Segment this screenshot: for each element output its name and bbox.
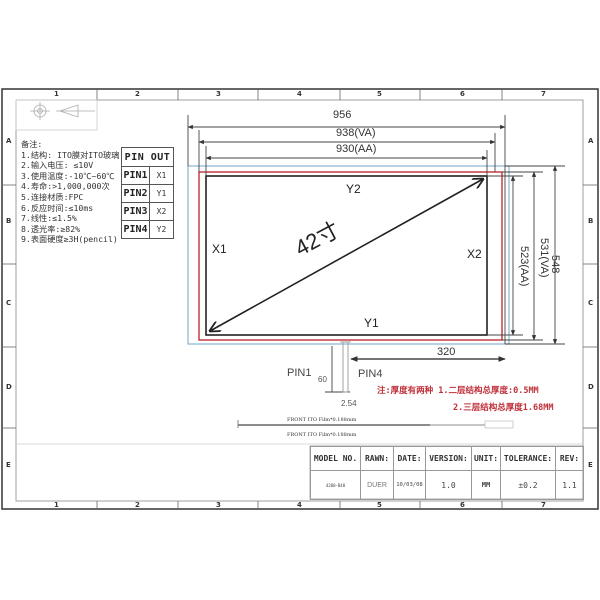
label-pin4: PIN4	[358, 368, 383, 380]
pin-name: PIN4	[121, 220, 150, 239]
value-drawn: DUER	[360, 470, 394, 500]
header-tolerance: TOLERANCE:	[500, 446, 556, 471]
column-label-2: 2	[135, 90, 140, 98]
note-item: 7.线性:≤1.5%	[21, 213, 77, 224]
pin-signal: Y1	[149, 184, 174, 203]
header-rev: REV:	[555, 446, 584, 471]
dim-outer-width: 956	[333, 109, 352, 121]
column-label-7: 7	[541, 90, 546, 98]
header-version: VERSION:	[425, 446, 472, 471]
note-item: 6.反应时间:≤10ms	[21, 202, 94, 213]
dim-active-area-width: 930(AA)	[336, 143, 377, 155]
row-label-e: E	[6, 461, 11, 469]
row-label-e-right: E	[588, 461, 593, 469]
note-item: 3.使用温度:-10℃~60℃	[21, 170, 115, 181]
label-x1: X1	[212, 242, 227, 256]
film-label-bottom: FRONT ITO Film*0.188mm	[287, 432, 357, 438]
header-model-no: MODEL NO.	[310, 446, 361, 471]
dim-outer-height: 548	[549, 255, 561, 274]
note-item: 9.表面硬度≥3H(pencil)	[21, 234, 118, 245]
note-item: 4.寿命:>1,000,000次	[21, 181, 110, 192]
title-block: MODEL NO. RAWN: DATE: VERSION: UNIT: TOL…	[310, 446, 584, 500]
header-date: DATE:	[393, 446, 426, 471]
dim-active-area-height: 523(AA)	[518, 246, 530, 287]
row-label-c-right: C	[588, 299, 594, 307]
diagonal-arrow	[210, 179, 483, 331]
value-model-no: 4200-B40	[310, 470, 361, 500]
dim-tail-offset: 320	[437, 346, 456, 358]
notes-title: 备注:	[21, 139, 43, 149]
column-label-1: 1	[54, 90, 59, 98]
pin-signal: Y2	[149, 220, 174, 239]
header-unit: UNIT:	[471, 446, 501, 471]
row-label-b: B	[6, 217, 12, 225]
outer-glass-outline	[187, 165, 510, 345]
value-tolerance: ±0.2	[500, 470, 556, 500]
value-date: 10/03/08	[393, 470, 426, 500]
view-area-outline	[198, 171, 503, 341]
row-label-b-right: B	[588, 217, 594, 225]
note-item: 8.透光率:≥82%	[21, 223, 81, 234]
header-drawn: RAWN:	[360, 446, 394, 471]
spec-notes: 备注: 1.结构: ITO膜对ITO玻璃 2.输入电压: ≤10V 3.使用温度…	[21, 139, 119, 245]
value-rev: 1.1	[555, 470, 584, 500]
pin-out-header: PIN OUT	[121, 147, 174, 167]
pin-name: PIN2	[121, 184, 150, 203]
note-item: 1.结构: ITO膜对ITO玻璃	[21, 149, 120, 160]
pin-name: PIN1	[121, 166, 150, 185]
note-item: 2.输入电压: ≤10V	[21, 160, 94, 171]
column-label-1-bottom: 1	[54, 501, 59, 509]
note-item: 5.连接材质:FPC	[21, 191, 84, 202]
label-pin1: PIN1	[287, 367, 312, 379]
dim-view-area-height: 531(VA)	[538, 238, 550, 278]
value-unit: MM	[471, 470, 501, 500]
row-label-c: C	[6, 299, 12, 307]
label-y2: Y2	[346, 182, 361, 196]
row-label-a-right: A	[588, 137, 594, 145]
label-y1: Y1	[364, 316, 379, 330]
column-label-2-bottom: 2	[135, 501, 140, 509]
dim-tail-length: 60	[318, 375, 327, 384]
dim-view-area-width: 938(VA)	[336, 127, 376, 139]
film-label-top: FRONT ITO Film*0.188mm	[287, 417, 357, 423]
thickness-note-line1: 注:厚度有两种 1.二层结构总厚度:0.5MM	[377, 386, 539, 396]
film-cross-section	[237, 420, 514, 429]
projection-symbol-icon	[30, 102, 95, 120]
column-label-4-bottom: 4	[297, 501, 302, 509]
pin-signal: X2	[149, 202, 174, 221]
dim-pin-pitch: 2.54	[341, 399, 357, 408]
row-label-d: D	[6, 383, 12, 391]
column-label-6-bottom: 6	[460, 501, 465, 509]
pin-name: PIN3	[121, 202, 150, 221]
value-version: 1.0	[425, 470, 472, 500]
label-x2: X2	[467, 247, 482, 261]
active-area-outline	[205, 175, 488, 336]
drawing-frame	[1, 88, 599, 510]
thickness-note-line2: 2.三层结构总厚度1.68MM	[453, 403, 554, 413]
column-label-3: 3	[216, 90, 221, 98]
fpc-tail	[325, 341, 506, 393]
column-label-5-bottom: 5	[377, 501, 382, 509]
row-label-d-right: D	[588, 383, 594, 391]
column-label-7-bottom: 7	[541, 501, 546, 509]
row-label-a: A	[6, 137, 12, 145]
column-label-4: 4	[297, 90, 302, 98]
pin-signal: X1	[149, 166, 174, 185]
column-label-6: 6	[460, 90, 465, 98]
column-label-3-bottom: 3	[216, 501, 221, 509]
column-label-5: 5	[377, 90, 382, 98]
